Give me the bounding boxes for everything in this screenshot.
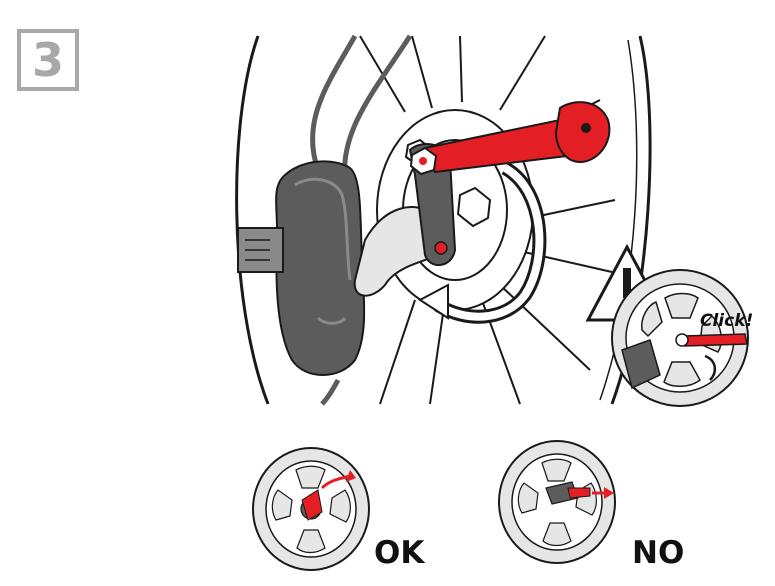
step-number-text: 3 <box>31 33 64 87</box>
brake-housing <box>237 160 366 376</box>
step-number: 3 <box>17 29 79 91</box>
rotate-arrow-icon <box>418 161 547 324</box>
click-callout-wheel <box>611 269 749 407</box>
red-release-lever <box>409 101 611 176</box>
ok-wheel <box>252 447 370 571</box>
no-label: NO <box>632 535 685 571</box>
click-callout-text: Click! <box>700 311 754 331</box>
brake-cables <box>310 34 413 406</box>
ok-label: OK <box>374 535 425 571</box>
no-wheel <box>498 440 616 564</box>
